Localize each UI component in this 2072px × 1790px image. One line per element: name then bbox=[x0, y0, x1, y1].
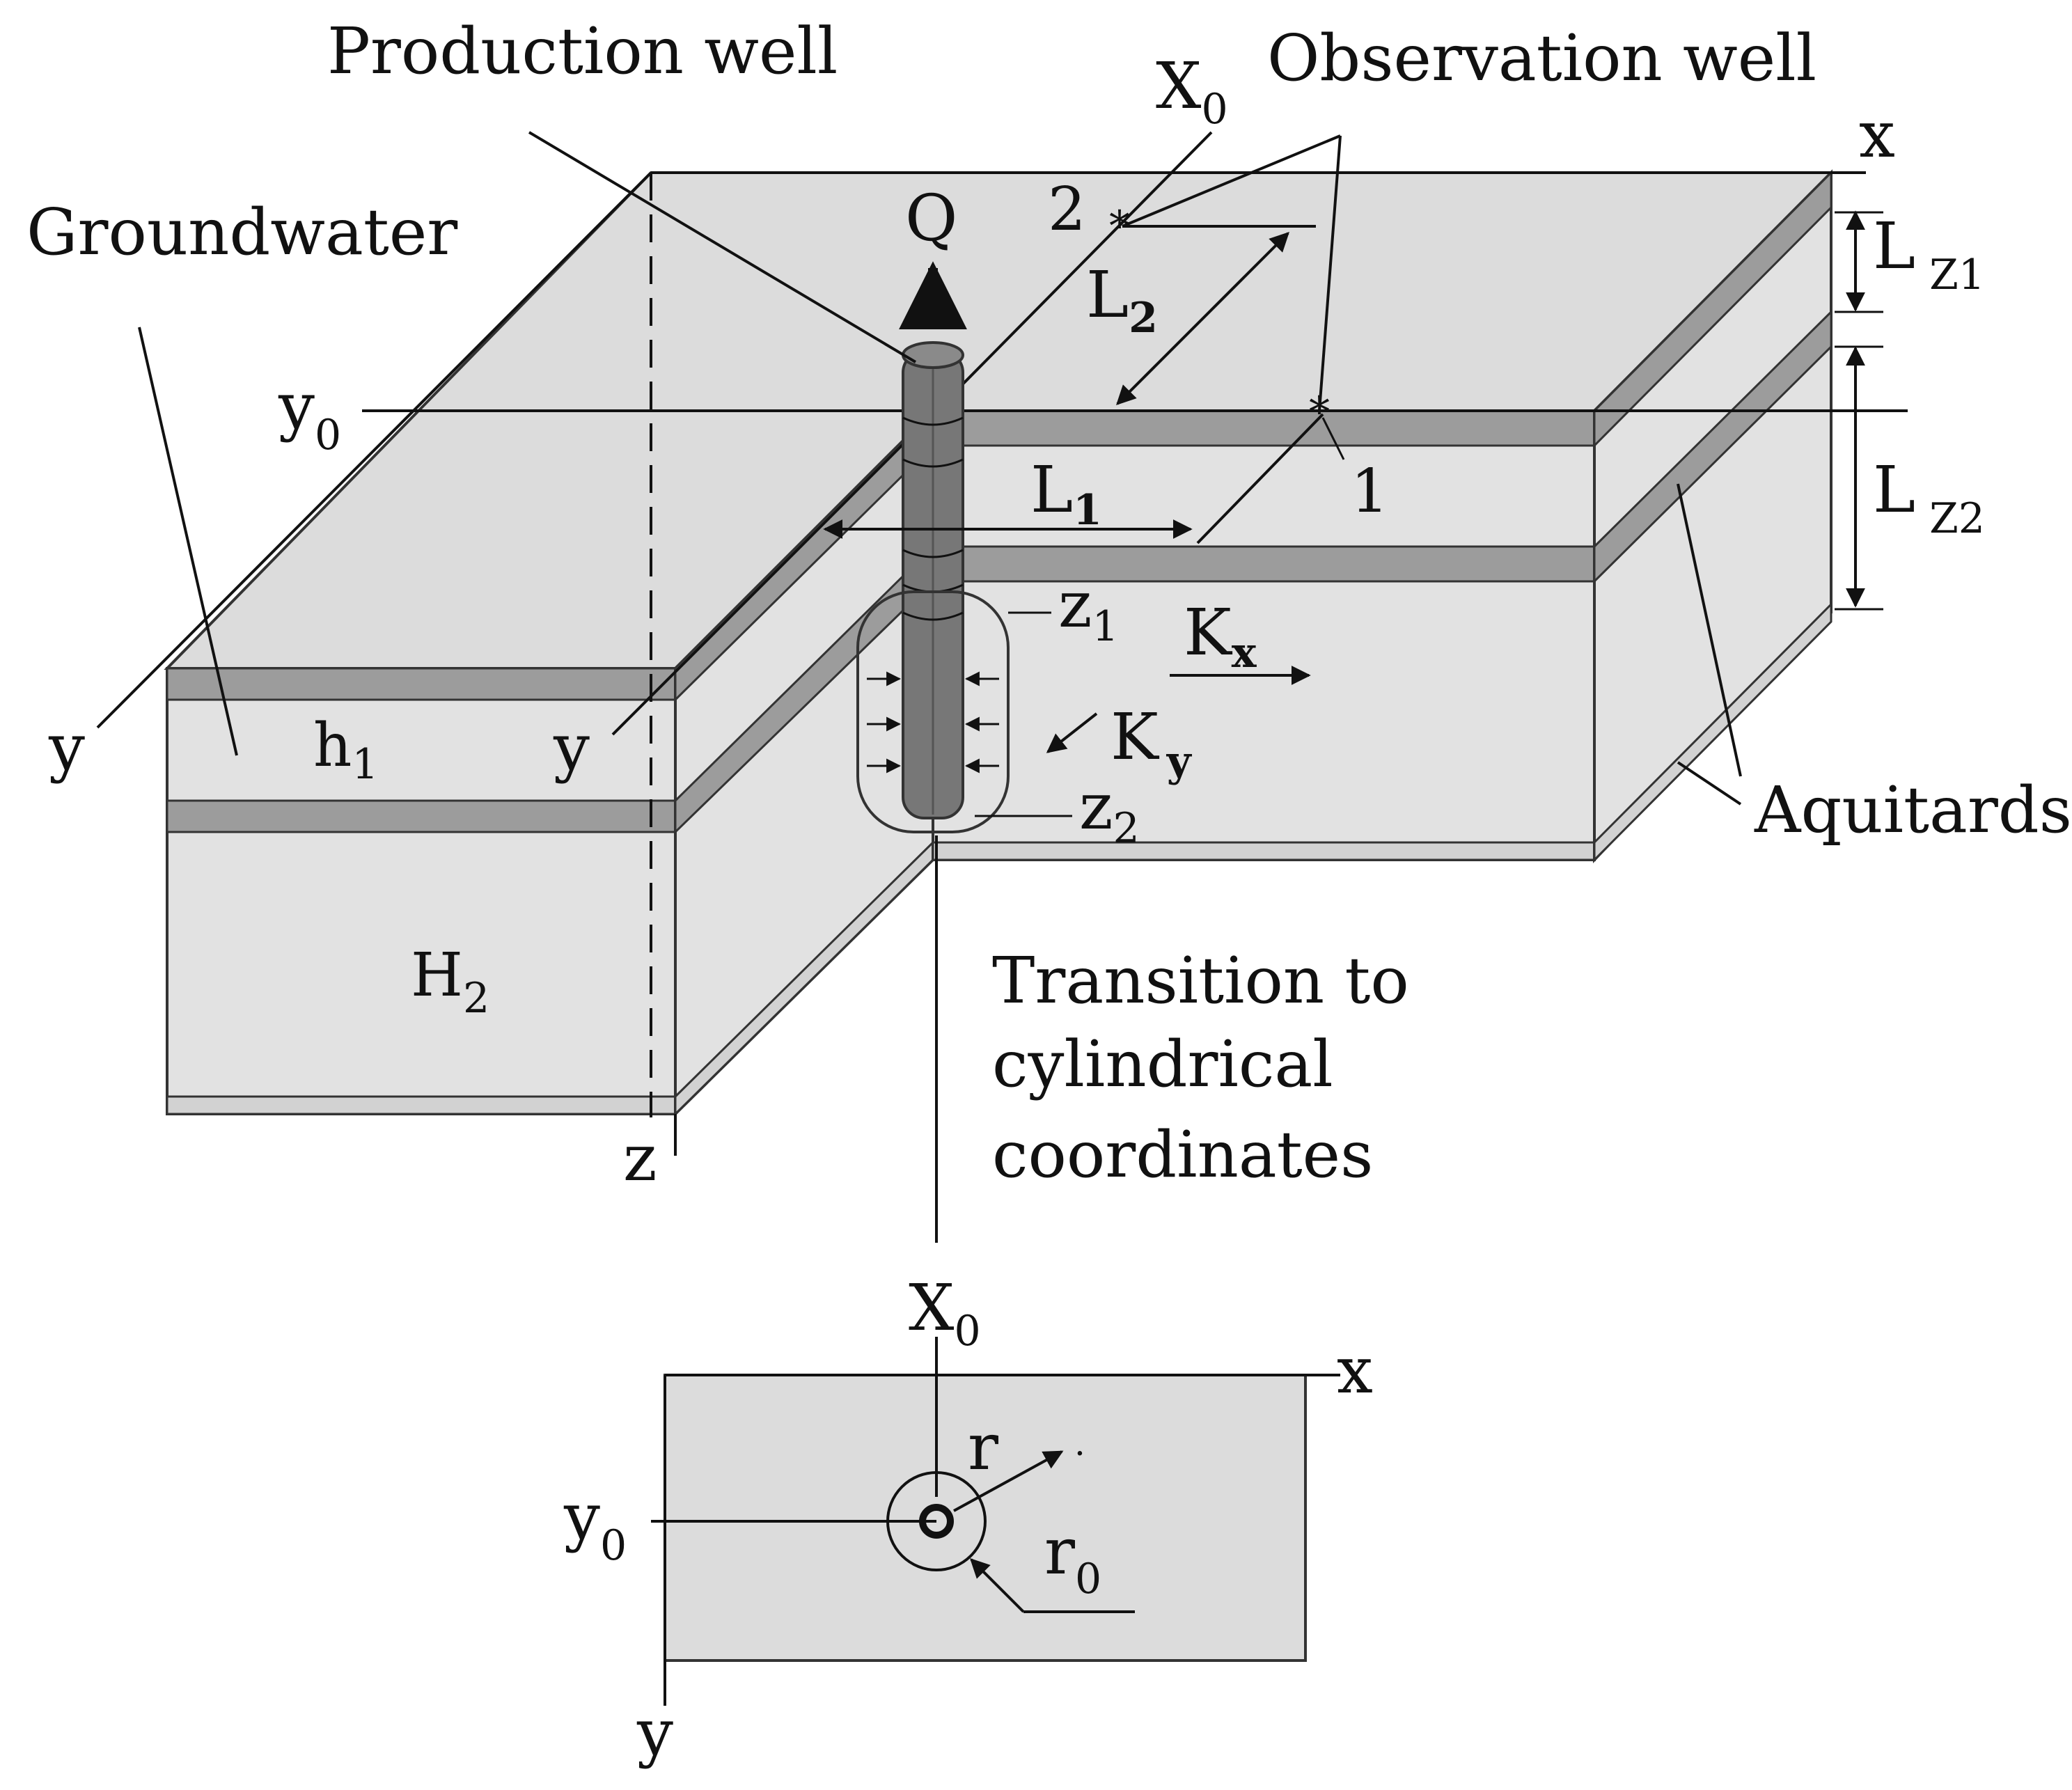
x-plan-label: x bbox=[1337, 1333, 1373, 1408]
right-side-bottom-band bbox=[1593, 602, 1832, 863]
Q-label: Q bbox=[905, 181, 957, 256]
aquitards-label: Aquitards bbox=[1754, 773, 2072, 847]
well-ring-1 bbox=[902, 416, 964, 426]
y-axis-mid bbox=[611, 409, 938, 736]
plan-point-dot: . bbox=[1074, 1423, 1085, 1463]
transition-label-line1: Transition to bbox=[992, 943, 1409, 1018]
Kx-label: Kx bbox=[1184, 595, 1257, 677]
labels: Production well Observation well Groundw… bbox=[26, 14, 2072, 1770]
annotations: * * bbox=[138, 131, 1883, 1243]
z-label: z bbox=[623, 1121, 657, 1195]
left-front-face bbox=[166, 667, 677, 1115]
inflow-arrows bbox=[867, 671, 999, 774]
plan-r0-arrow bbox=[970, 1558, 1025, 1613]
y-plan-label: y bbox=[636, 1695, 673, 1770]
observation-well-label: Observation well bbox=[1267, 21, 1816, 95]
obs-marker-2: * bbox=[1109, 202, 1130, 251]
x0-axis-line bbox=[939, 131, 1213, 409]
y-left-label: y bbox=[48, 710, 85, 785]
well-ring-3 bbox=[902, 549, 964, 558]
well-ring-2 bbox=[902, 458, 964, 468]
aquitard-leader-2 bbox=[1677, 761, 1742, 806]
right-side-top-band bbox=[1593, 170, 1832, 448]
right-mid-band bbox=[932, 545, 1596, 583]
screen-capsule bbox=[856, 590, 1010, 833]
obs-marker-1: * bbox=[1309, 388, 1330, 437]
plan-radius-circle bbox=[886, 1471, 987, 1571]
plan-view: . bbox=[651, 1337, 1340, 1706]
x-top-label: x bbox=[1859, 97, 1895, 172]
H2-label: H2 bbox=[411, 941, 489, 1023]
obs-well-1-label: 1 bbox=[1351, 457, 1389, 526]
production-well-label: Production well bbox=[327, 14, 838, 88]
r0-label: r0 bbox=[1044, 1514, 1101, 1603]
X0-plan-label: X0 bbox=[909, 1271, 981, 1356]
z2-label: z2 bbox=[1079, 769, 1140, 853]
y-axis-left bbox=[96, 171, 652, 729]
y0-top-label: y0 bbox=[278, 369, 341, 460]
obs1-leader bbox=[1321, 417, 1345, 460]
Ky-arrow bbox=[1046, 712, 1098, 753]
groundwater-label: Groundwater bbox=[26, 195, 457, 269]
right-side-mid-band bbox=[1593, 309, 1832, 584]
well-ring-5 bbox=[902, 611, 964, 621]
right-bottom-band bbox=[932, 841, 1596, 861]
aquitard-leader-1 bbox=[1677, 483, 1742, 777]
axes bbox=[96, 131, 1908, 1156]
transition-label-line2: cylindrical bbox=[992, 1027, 1333, 1101]
production-well bbox=[856, 261, 1010, 833]
aquifer-block bbox=[164, 169, 1835, 1117]
left-bottom-band bbox=[166, 1095, 677, 1115]
X0-top-label: X0 bbox=[1156, 49, 1228, 134]
left-top-band bbox=[166, 667, 677, 701]
observation-leader-2 bbox=[1122, 134, 1341, 228]
L1-label: L1 bbox=[1030, 453, 1102, 535]
plan-r-arrow bbox=[953, 1450, 1064, 1512]
observation-leader-1 bbox=[1318, 135, 1342, 411]
h1-label: h1 bbox=[313, 711, 379, 789]
L2-dimension-arrow bbox=[1116, 232, 1289, 405]
obs-well-2-label: 2 bbox=[1048, 175, 1086, 244]
L2-label: L2 bbox=[1086, 258, 1158, 343]
y-mid-label: y bbox=[553, 710, 590, 785]
production-well-leader bbox=[528, 131, 917, 363]
obs1-diagonal-line bbox=[1196, 413, 1324, 544]
z1-label: z1 bbox=[1058, 567, 1119, 651]
y0-plan-label: y0 bbox=[563, 1479, 627, 1570]
groundwater-leader bbox=[138, 327, 238, 756]
r-label: r bbox=[968, 1410, 998, 1484]
right-top-band bbox=[932, 409, 1596, 447]
left-mid-band bbox=[166, 799, 677, 833]
well-top-cap bbox=[902, 341, 964, 369]
plan-well-circle bbox=[919, 1504, 954, 1539]
transition-label-line3: coordinates bbox=[992, 1117, 1373, 1192]
